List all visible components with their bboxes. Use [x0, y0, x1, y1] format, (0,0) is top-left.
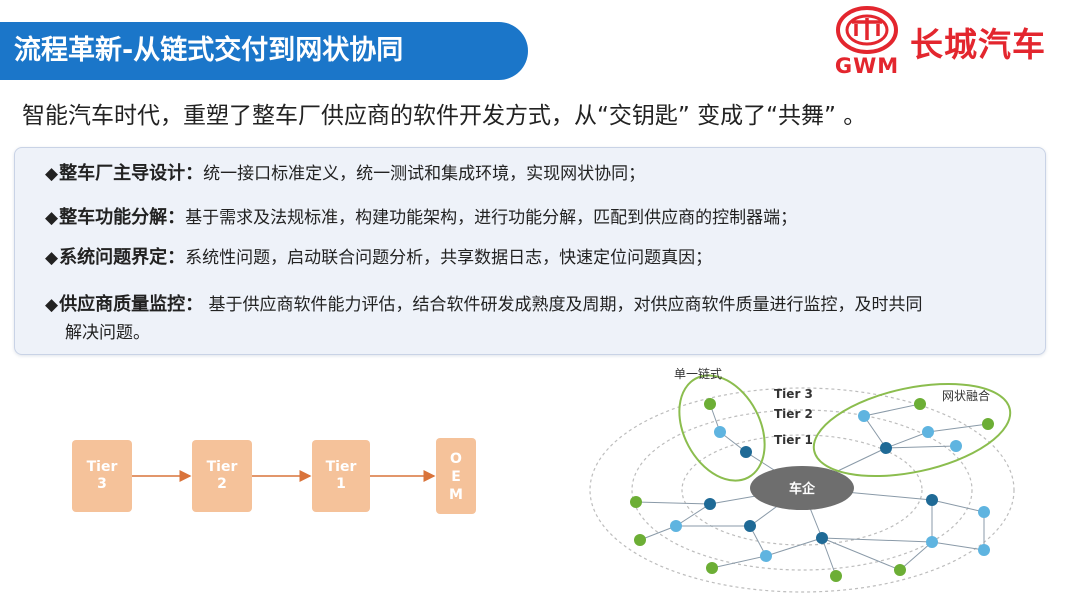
node-lightblue	[714, 426, 726, 438]
center-node	[750, 466, 854, 510]
node-lightblue	[950, 440, 962, 452]
oem-box	[436, 438, 476, 514]
oem-letter: M	[449, 487, 463, 503]
bullet-head: 供应商质量监控：	[59, 294, 204, 315]
oem-letter: E	[451, 469, 461, 485]
page-title: 流程革新-从链式交付到网状协同	[14, 35, 404, 66]
node-lightblue	[858, 410, 870, 422]
node-darkblue	[744, 520, 756, 532]
logo-abbr: GWM	[834, 54, 900, 78]
node-darkblue	[816, 532, 828, 544]
node-green	[894, 564, 906, 576]
node-darkblue	[704, 498, 716, 510]
bullet-head: 整车功能分解：	[59, 207, 186, 228]
node-green	[706, 562, 718, 574]
tier2-ring-label: Tier 2	[774, 407, 813, 421]
tier1-ring-label: Tier 1	[774, 433, 813, 447]
node-lightblue	[978, 506, 990, 518]
tier3-number: 3	[97, 476, 107, 492]
bullet-text: 基于需求及法规标准，构建功能架构，进行功能分解，匹配到供应商的控制器端；	[185, 208, 798, 228]
bullet-box: ◆整车厂主导设计：统一接口标准定义，统一测试和集成环境，实现网状协同； ◆整车功…	[14, 147, 1046, 355]
bullet-head: 系统问题界定：	[59, 247, 186, 268]
tier1-number: 1	[336, 476, 346, 492]
chain-highlight	[678, 374, 766, 482]
node-lightblue	[670, 520, 682, 532]
node-darkblue	[740, 446, 752, 458]
diamond-icon: ◆	[45, 164, 59, 184]
oem-letter: O	[450, 451, 462, 467]
node-green	[914, 398, 926, 410]
gwm-emblem-icon	[836, 6, 898, 54]
node-green	[630, 496, 642, 508]
network-nodes	[630, 398, 994, 582]
tier2-box	[192, 440, 252, 512]
node-lightblue	[922, 426, 934, 438]
node-green	[982, 418, 994, 430]
diamond-icon: ◆	[45, 208, 59, 228]
node-darkblue	[880, 442, 892, 454]
node-lightblue	[926, 536, 938, 548]
orbit-ring	[589, 387, 1015, 593]
node-green	[634, 534, 646, 546]
diamond-icon: ◆	[45, 248, 59, 268]
orbit-ring	[631, 409, 973, 571]
node-green	[830, 570, 842, 582]
tier1-box	[312, 440, 370, 512]
node-lightblue	[978, 544, 990, 556]
tier2-number: 2	[217, 476, 227, 492]
bullet-text: 基于供应商软件能力评估，结合软件研发成熟度及周期，对供应商软件质量进行监控，及时…	[203, 295, 923, 315]
diagram-area: Tier 3 Tier 2 Tier 1 O E M	[20, 360, 1050, 594]
tier2-label: Tier	[207, 459, 238, 475]
tier3-box	[72, 440, 132, 512]
bullet-item: ◆整车功能分解：基于需求及法规标准，构建功能架构，进行功能分解，匹配到供应商的控…	[45, 204, 797, 232]
bullet-item: ◆整车厂主导设计：统一接口标准定义，统一测试和集成环境，实现网状协同；	[45, 160, 645, 188]
orbit-rings	[589, 387, 1015, 593]
mesh-highlight	[812, 382, 1012, 478]
subtitle: 智能汽车时代，重塑了整车厂供应商的软件开发方式，从“交钥匙” 变成了“共舞” 。	[22, 103, 867, 129]
bullet-text-continued: 解决问题。	[65, 323, 150, 343]
node-green	[704, 398, 716, 410]
chain-diagram: Tier 3 Tier 2 Tier 1 O E M	[72, 438, 476, 514]
node-darkblue	[926, 494, 938, 506]
orbit-ring	[681, 434, 923, 546]
bullet-head: 整车厂主导设计：	[59, 163, 204, 184]
node-lightblue	[760, 550, 772, 562]
label-single-chain: 单一链式	[674, 366, 722, 381]
tier3-label: Tier	[87, 459, 118, 475]
label-mesh: 网状融合	[942, 388, 990, 403]
tier3-ring-label: Tier 3	[774, 387, 813, 401]
bullet-text: 统一接口标准定义，统一测试和集成环境，实现网状协同；	[203, 164, 646, 184]
center-label: 车企	[789, 481, 816, 497]
bullet-item: ◆供应商质量监控： 基于供应商软件能力评估，结合软件研发成熟度及周期，对供应商软…	[45, 291, 1025, 347]
title-banner: 流程革新-从链式交付到网状协同	[0, 22, 528, 80]
diamond-icon: ◆	[45, 295, 59, 315]
logo-text: 长城汽车	[910, 25, 1046, 64]
bullet-text: 系统性问题，启动联合问题分析，共享数据日志，快速定位问题真因；	[185, 248, 713, 268]
bullet-item: ◆系统问题界定：系统性问题，启动联合问题分析，共享数据日志，快速定位问题真因；	[45, 244, 712, 272]
tier1-label: Tier	[326, 459, 357, 475]
gwm-logo: GWM 长城汽车	[830, 4, 1075, 80]
network-diagram: 车企 单一链式 网状融合 Ti	[589, 366, 1015, 593]
